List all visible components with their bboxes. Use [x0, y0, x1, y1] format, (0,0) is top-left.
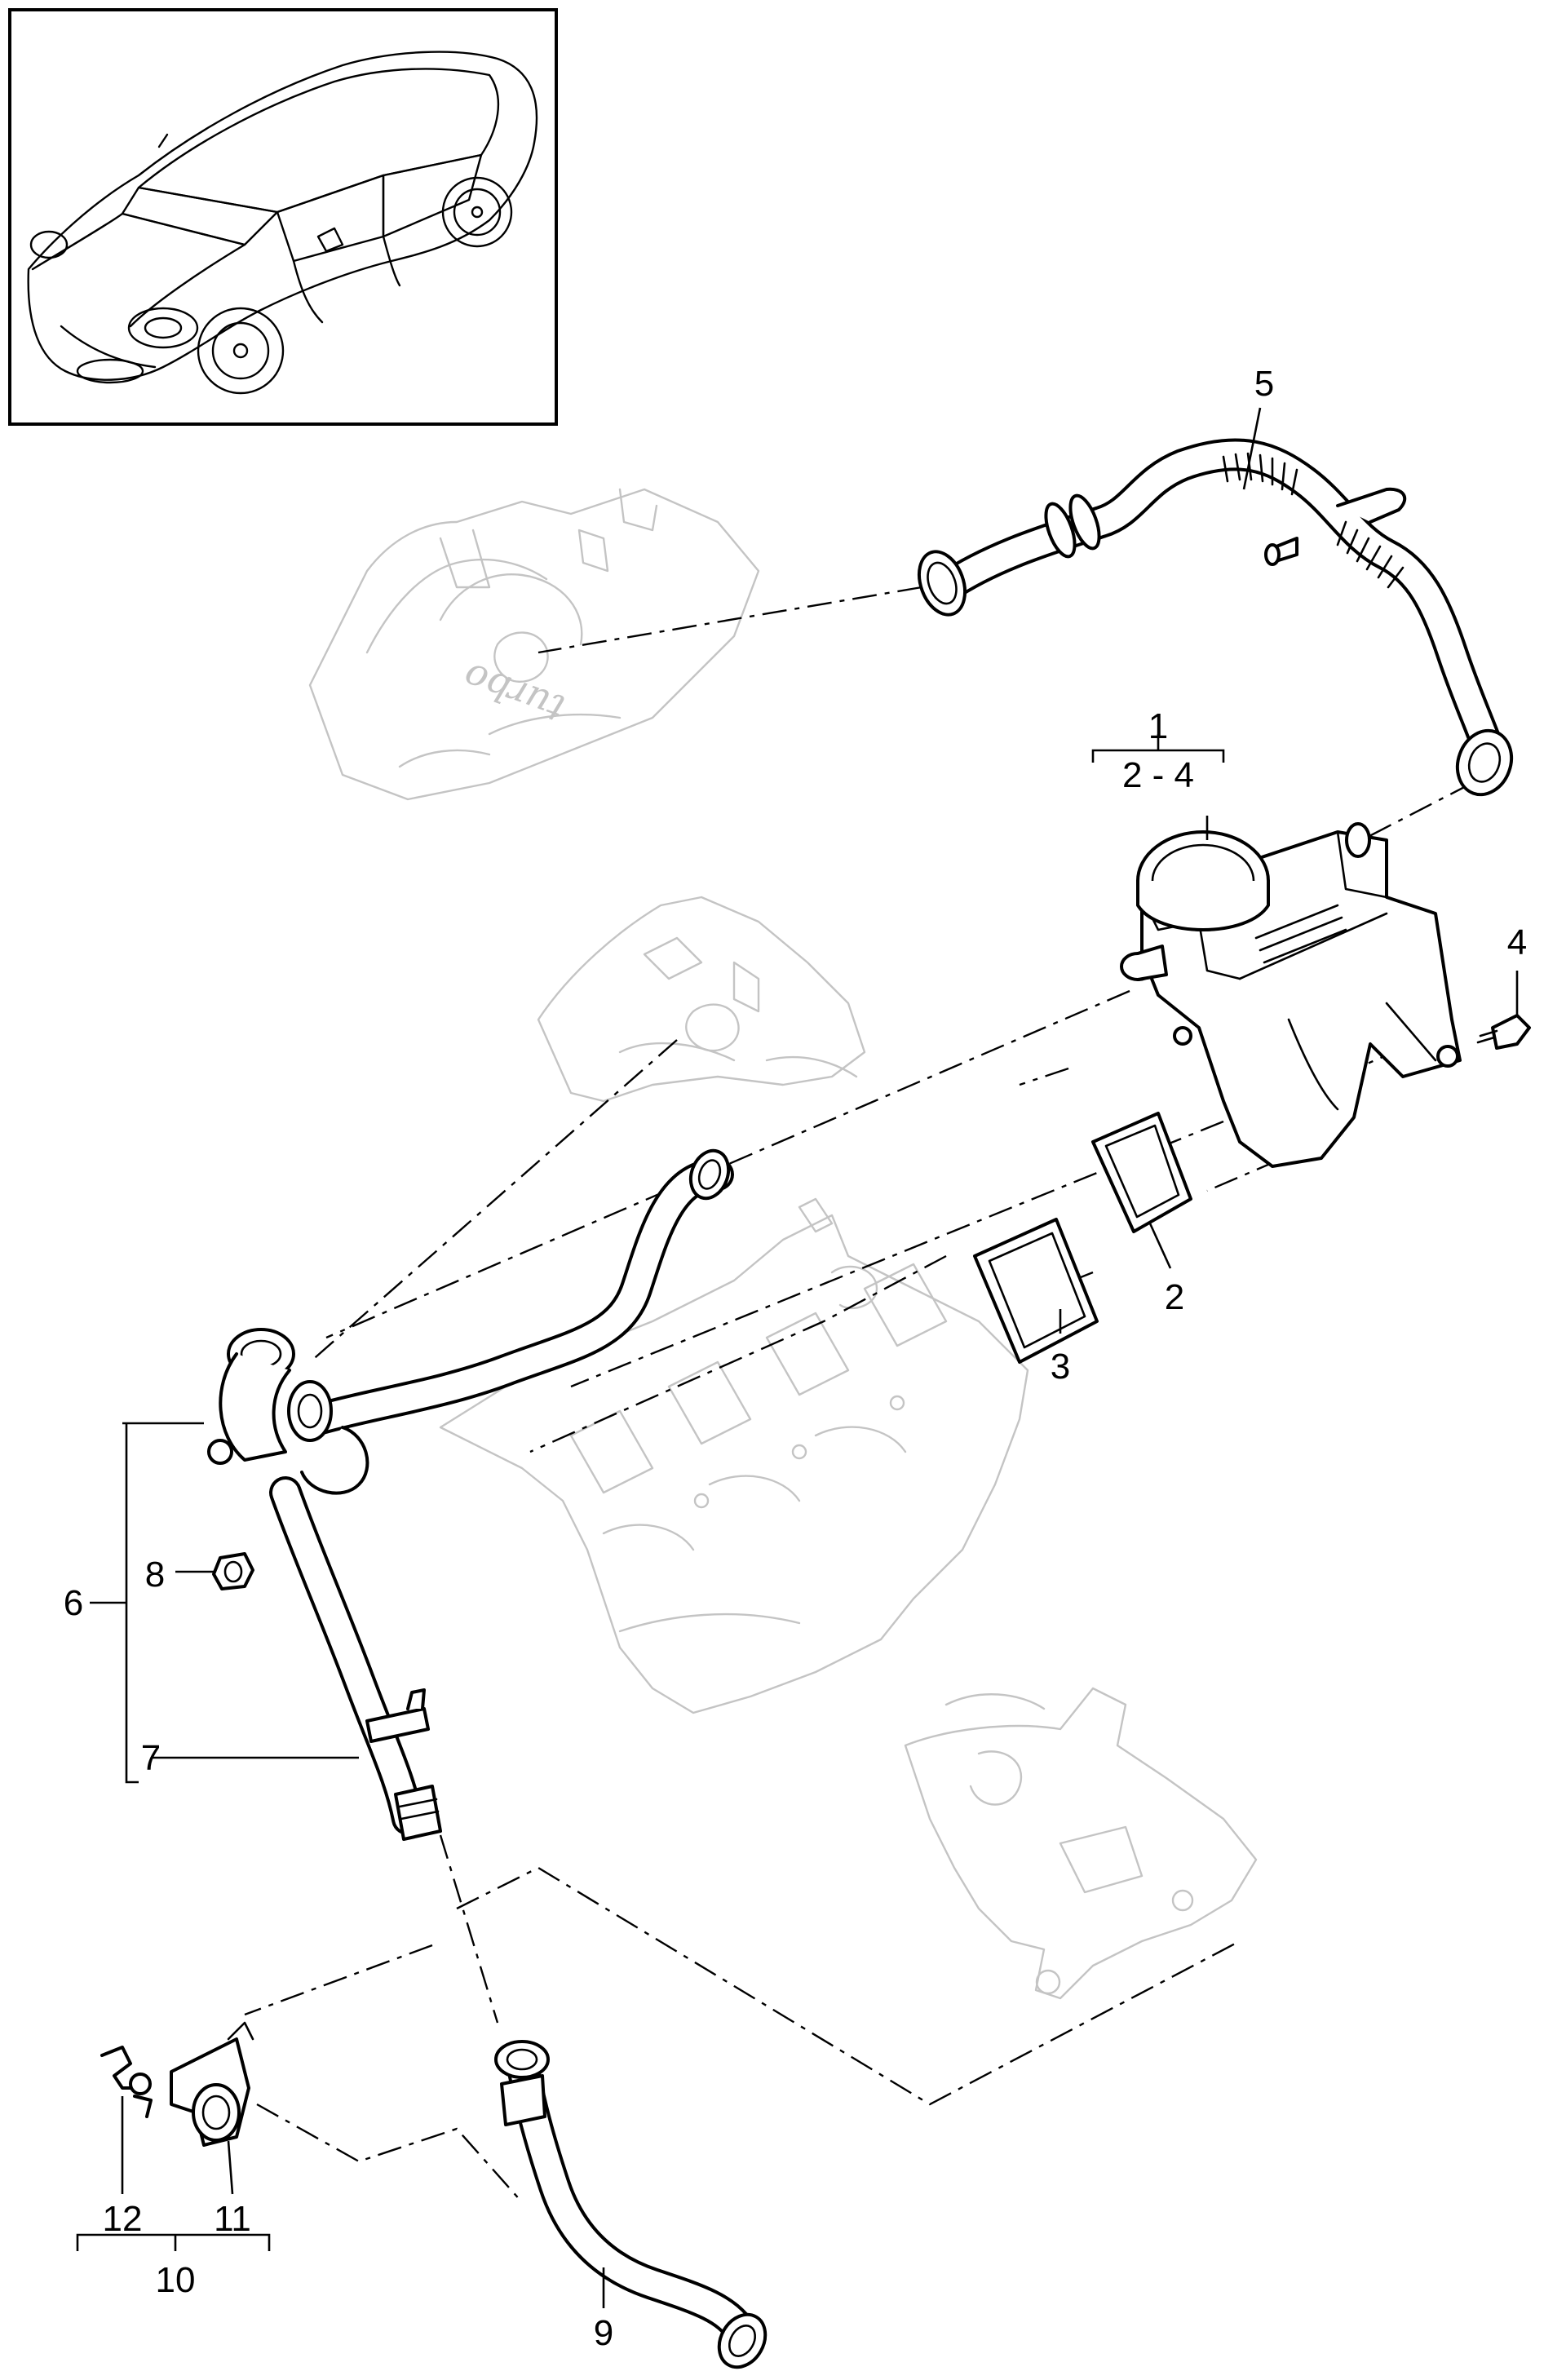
- vehicle-thumbnail: [8, 8, 558, 426]
- vent-line-assembly: [207, 1148, 734, 1841]
- engine-ghost-middle: [537, 896, 866, 1103]
- engine-ghost-block: [439, 1197, 1029, 1714]
- callout-1: 1: [1148, 706, 1168, 746]
- leader-lines: [76, 407, 1519, 2308]
- assembly-guide-lines: [244, 586, 1473, 2203]
- engine-ghost-mount: [904, 1687, 1258, 2000]
- gasket-small: [1091, 1112, 1192, 1233]
- callout-9: 9: [594, 2313, 613, 2353]
- callout-10: 10: [156, 2260, 196, 2300]
- vent-hose-upper: [917, 438, 1514, 797]
- nut: [212, 1552, 254, 1590]
- callout-labels: 1 2 - 4 2 3 4 5 6 7 8 9 10 11 12: [64, 364, 1527, 2353]
- callout-4: 4: [1507, 922, 1527, 962]
- oil-separator-assembly: [1120, 822, 1462, 1168]
- engine-ghost-upper: turbo: [308, 488, 760, 801]
- gasket-large: [973, 1218, 1099, 1364]
- callout-7: 7: [141, 1738, 161, 1778]
- callout-2-4: 2 - 4: [1122, 755, 1194, 795]
- callout-3: 3: [1051, 1347, 1070, 1387]
- callout-12: 12: [103, 2199, 143, 2239]
- engine-script: turbo: [458, 654, 570, 731]
- clip: [100, 2046, 153, 2118]
- callout-5: 5: [1254, 364, 1274, 404]
- callout-6: 6: [64, 1583, 83, 1623]
- callout-2: 2: [1165, 1277, 1184, 1317]
- callout-8: 8: [145, 1555, 165, 1595]
- screw: [1476, 1014, 1531, 1050]
- callout-11: 11: [214, 2199, 251, 2239]
- vent-hose-lower: [494, 2040, 768, 2369]
- bracket-assembly: [170, 2021, 254, 2147]
